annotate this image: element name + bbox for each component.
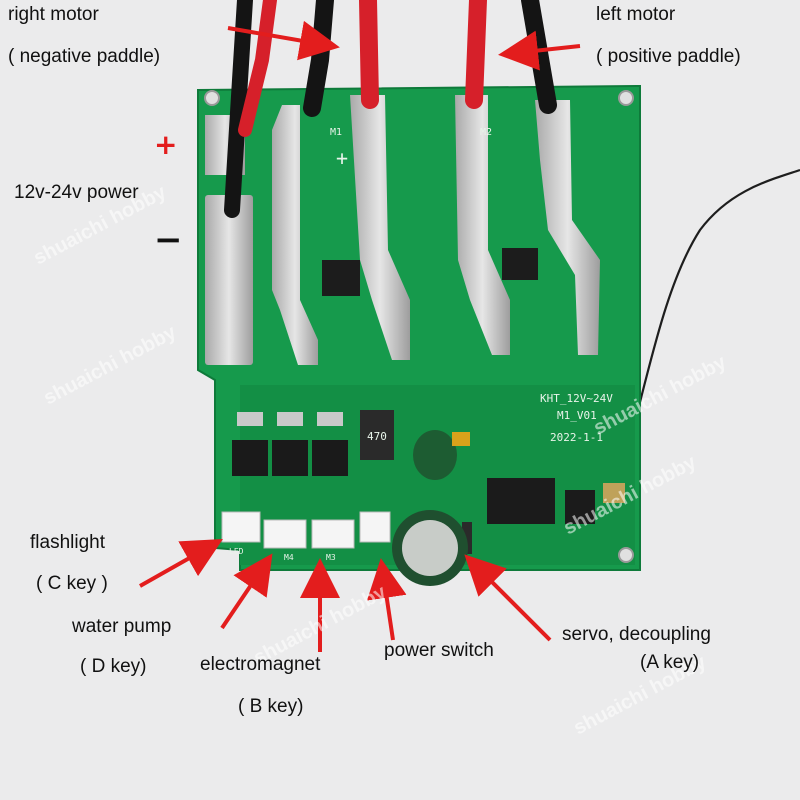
label-water-pump-key: ( D key) — [80, 656, 147, 677]
label-flashlight: flashlight — [30, 532, 105, 553]
silk-m1: M1 — [330, 127, 342, 138]
wire-black-2 — [303, 0, 334, 117]
label-right-motor-note: ( negative paddle) — [8, 46, 161, 67]
arrow-water-pump — [220, 553, 273, 630]
power-pad-minus — [205, 195, 253, 365]
label-servo: servo, decoupling — [562, 624, 711, 645]
label-left-motor: left motor — [596, 4, 676, 25]
silk-m2: M2 — [480, 127, 492, 138]
label-electromagnet: electromagnet — [200, 654, 321, 675]
label-left-motor-note: ( positive paddle) — [596, 46, 741, 67]
wire-red-2 — [359, 0, 379, 109]
power-plus-sign: + — [154, 128, 178, 161]
arrow-left-motor — [498, 30, 581, 71]
silk-m3: M3 — [326, 553, 336, 562]
arrow-power-switch — [366, 558, 407, 641]
arrow-servo — [464, 554, 552, 642]
silk-m4: M4 — [284, 553, 294, 562]
connector-flashlight — [221, 511, 261, 543]
silk-date: 2022-1-1 — [550, 431, 603, 444]
label-electromagnet-key: ( B key) — [238, 696, 304, 717]
label-flashlight-key: ( C key ) — [36, 573, 108, 594]
label-power: 12v-24v power — [14, 182, 139, 203]
wire-red-1 — [238, 0, 277, 137]
label-power-switch: power switch — [384, 640, 494, 661]
connector-water-pump — [263, 519, 307, 549]
label-servo-key: (A key) — [640, 652, 700, 673]
connector-power-switch — [359, 511, 391, 543]
label-right-motor: right motor — [8, 4, 99, 25]
arrow-right-motor — [227, 20, 340, 61]
wire-black-1 — [224, 0, 253, 218]
label-water-pump: water pump — [72, 616, 172, 637]
inductor-label: 470 — [367, 430, 387, 443]
wire-red-3 — [465, 0, 487, 109]
silk-plus: + — [336, 146, 348, 170]
power-minus-sign: − — [154, 220, 183, 260]
connector-electromagnet — [311, 519, 355, 549]
arrow-flashlight — [139, 539, 223, 588]
silk-version: M1_V01 — [557, 409, 597, 422]
silk-model: KHT_12V~24V — [540, 392, 613, 405]
silk-led: LED — [229, 547, 244, 556]
